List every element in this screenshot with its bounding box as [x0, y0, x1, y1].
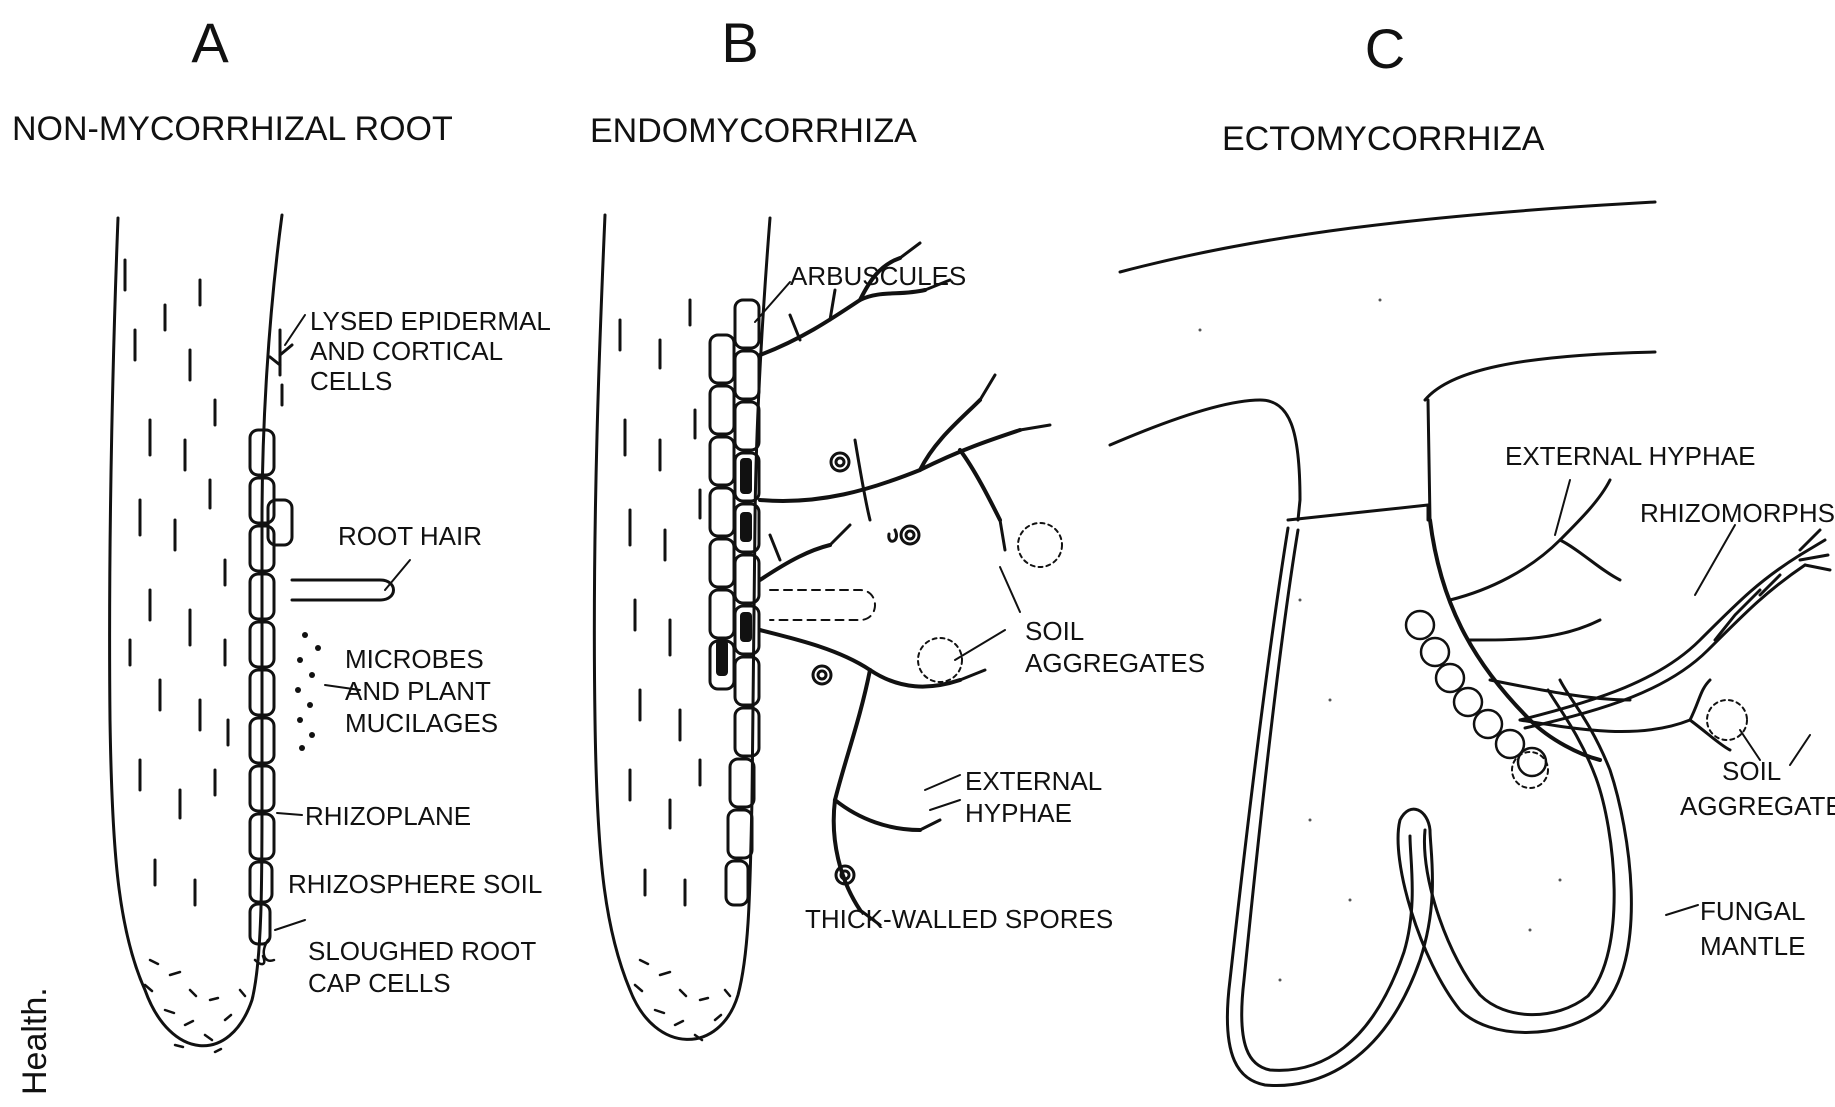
- panel-b-letter: B: [721, 11, 758, 74]
- label-arbuscules: ARBUSCULES: [790, 261, 966, 291]
- label-cap-cells: CAP CELLS: [308, 968, 451, 998]
- label-aggregates-c: AGGREGATES: [1680, 791, 1835, 821]
- panel-a-letter: A: [191, 11, 229, 74]
- side-text: Health.: [16, 987, 54, 1095]
- label-soil-c: SOIL: [1722, 756, 1781, 786]
- label-cells: CELLS: [310, 366, 392, 396]
- label-hyphae-b: HYPHAE: [965, 798, 1072, 828]
- label-and-cortical: AND CORTICAL: [310, 336, 503, 366]
- panel-b-title: ENDOMYCORRHIZA: [590, 112, 917, 150]
- label-mucilages: MUCILAGES: [345, 708, 498, 738]
- label-fungal: FUNGAL: [1700, 896, 1805, 926]
- label-rhizosphere-soil: RHIZOSPHERE SOIL: [288, 869, 542, 899]
- panel-a-title: NON-MYCORRHIZAL ROOT: [12, 110, 453, 148]
- panel-c-letter: C: [1365, 17, 1405, 80]
- label-external-b: EXTERNAL: [965, 766, 1102, 796]
- label-external-hyphae-c: EXTERNAL HYPHAE: [1505, 441, 1755, 471]
- label-and-plant: AND PLANT: [345, 676, 491, 706]
- label-sloughed-root: SLOUGHED ROOT: [308, 936, 536, 966]
- label-microbes: MICROBES: [345, 644, 484, 674]
- label-mantle: MANTLE: [1700, 931, 1805, 961]
- label-aggregates-b: AGGREGATES: [1025, 648, 1205, 678]
- label-rhizomorphs: RHIZOMORPHS: [1640, 498, 1835, 528]
- panel-c-title: ECTOMYCORRHIZA: [1222, 120, 1545, 158]
- label-thick-walled-spores: THICK-WALLED SPORES: [805, 904, 1113, 934]
- label-soil-b: SOIL: [1025, 616, 1084, 646]
- label-root-hair: ROOT HAIR: [338, 521, 482, 551]
- label-rhizoplane: RHIZOPLANE: [305, 801, 471, 831]
- label-lysed-epidermal: LYSED EPIDERMAL: [310, 306, 551, 336]
